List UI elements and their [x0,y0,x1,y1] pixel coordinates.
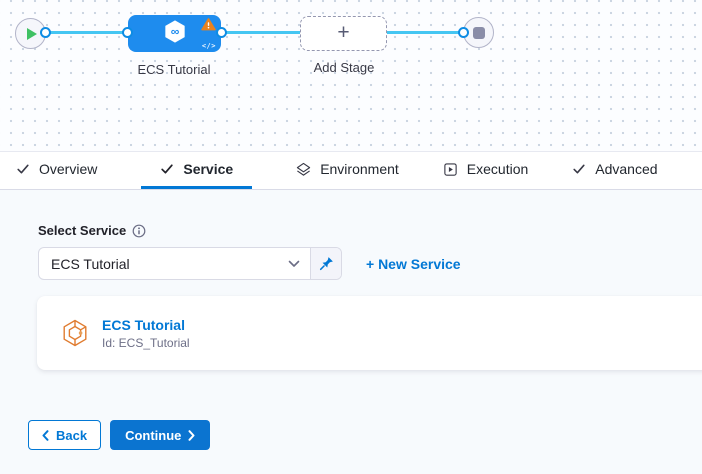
stage-node-ecs-tutorial[interactable]: ∞ </> [128,15,221,52]
tab-overview-label: Overview [39,161,98,177]
service-tab-panel: Select Service ECS Tutorial [0,190,702,473]
select-service-label-row: Select Service [0,190,702,238]
plus-icon: + [337,21,350,44]
chevron-right-icon [188,429,195,441]
tab-advanced[interactable]: Advanced [572,152,658,189]
back-button-label: Back [56,427,88,443]
tab-environment-label: Environment [320,161,399,177]
continue-button-label: Continue [125,427,182,443]
stage-name-label: ECS Tutorial [137,62,211,77]
tab-advanced-label: Advanced [595,161,658,177]
tab-service[interactable]: Service [141,152,253,189]
svg-text:∞: ∞ [170,24,179,38]
chevron-left-icon [42,429,49,441]
service-card-ecs-tutorial[interactable]: ECS Tutorial Id: ECS_Tutorial [37,296,702,370]
pin-icon [319,257,333,271]
pin-service-button[interactable] [310,248,341,279]
service-select-group: ECS Tutorial [38,247,342,280]
cd-stage-hexagon-icon: ∞ [162,18,188,49]
pipeline-canvas: ∞ </> ECS Tutorial + Add Stage [0,0,702,151]
add-stage-label: Add Stage [313,60,375,75]
tab-service-label: Service [183,161,234,177]
stage-tabbar: Overview Service Environment Execution A… [0,151,702,190]
warning-triangle-icon [201,18,216,36]
select-service-label: Select Service [38,223,127,238]
new-service-link[interactable]: + New Service [366,255,461,272]
play-icon [27,27,37,40]
check-icon [17,164,29,174]
stop-icon [472,26,485,39]
chevron-down-icon [288,260,300,267]
stage-in-port[interactable] [122,27,133,38]
pipeline-connector-line [46,31,464,34]
check-icon [161,164,174,174]
end-node-in-port[interactable] [458,27,469,38]
check-icon [573,164,585,174]
tab-overview[interactable]: Overview [16,152,97,189]
tab-execution[interactable]: Execution [443,152,528,189]
tab-execution-label: Execution [466,161,529,177]
info-icon[interactable] [132,224,146,238]
service-dropdown-row: ECS Tutorial + New Service [38,247,702,280]
execution-play-icon [444,162,457,176]
start-node-out-port[interactable] [40,27,51,38]
tab-environment[interactable]: Environment [296,152,399,189]
service-card-text: ECS Tutorial Id: ECS_Tutorial [102,317,190,350]
add-stage-button[interactable]: + [300,16,387,51]
stage-out-port[interactable] [216,27,227,38]
continue-button[interactable]: Continue [110,420,211,450]
footer-actions: Back Continue [28,420,702,450]
environment-layers-icon [297,162,311,176]
yaml-code-icon[interactable]: </> [201,42,216,50]
ecs-service-icon [63,319,87,347]
service-card-title[interactable]: ECS Tutorial [102,316,185,333]
back-button[interactable]: Back [28,420,102,450]
service-select-value: ECS Tutorial [51,255,130,272]
service-select-dropdown[interactable]: ECS Tutorial [39,248,310,279]
service-card-id: Id: ECS_Tutorial [102,335,190,350]
